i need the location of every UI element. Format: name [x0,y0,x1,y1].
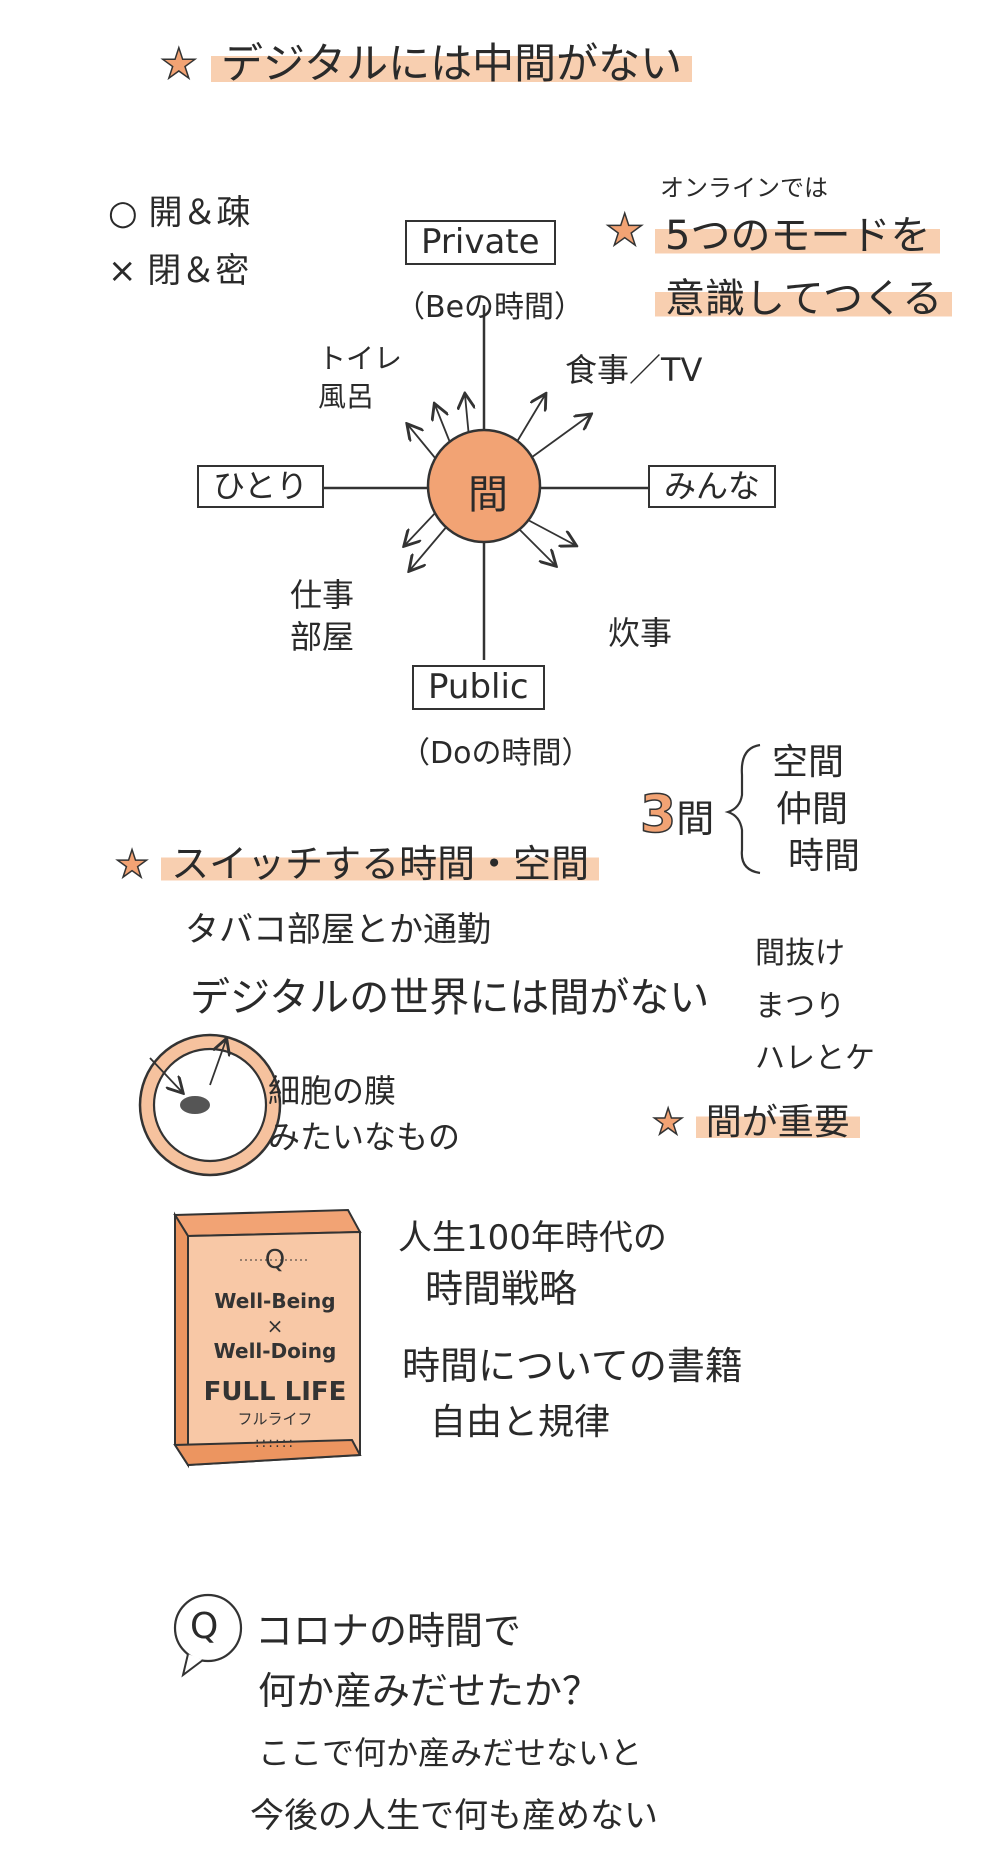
question-line4: 今後の人生で何も産めない [250,1796,658,1836]
cell-caption: 細胞の膜 みたいなもの [268,1072,461,1157]
switch-line1: タバコ部屋とか通勤 [185,910,491,950]
q-icon: Q [190,1606,219,1647]
question-line1: コロナの時間で [255,1609,522,1653]
book-note3: 時間についての書籍 [402,1344,743,1388]
book-note2: 時間戦略 [425,1267,578,1311]
cell-arrow-out [209,1040,226,1086]
switch-heading: ★ スイッチする時間・空間 [114,833,600,888]
quadrant-bottom-right: 炊事 [608,614,673,652]
center-label: 間 [468,472,508,518]
speech-bubble [173,1593,243,1678]
header: ★ デジタルには中間がない [159,30,693,91]
star-icon: ★ [114,841,150,887]
list-item: 間抜け [755,936,845,971]
quadrant-bottom-left: 仕事 部屋 [290,576,355,656]
star-icon: ★ [159,38,198,89]
alone-box: ひとり [197,465,325,509]
page-title: デジタルには中間がない [211,39,693,88]
brace [724,743,761,875]
note-bad: × 閉＆密 [108,251,250,291]
note-good: ○ 開＆疎 [108,193,251,233]
quadrant-top-right: 食事／TV [565,351,703,389]
three-ma-label: 3間 [639,784,715,846]
center-circle [426,428,542,544]
private-sub: （Beの時間） [395,290,585,325]
public-box: Public [412,665,545,711]
switch-line2: デジタルの世界には間がない [190,975,710,1021]
question-line3: ここで何か産みだせないと [258,1734,643,1772]
online-line2: 意識してつくる [655,276,953,322]
list-item: まつり [755,988,845,1024]
online-line1: 5つのモードを [655,213,941,259]
list-item: 時間 [788,835,861,877]
star-icon: ★ [651,1101,685,1144]
online-small: オンラインでは [660,174,828,202]
list-item: 仲間 [776,788,849,830]
private-box: Private [405,220,556,266]
public-sub: （Doの時間） [400,736,592,771]
question-line2: 何か産みだせたか？ [258,1669,601,1713]
cell-nucleus [180,1096,210,1114]
important-heading: ★ 間が重要 [651,1093,860,1145]
book-cover-text: Q Well-Being × Well-Doing FULL LIFE フルライ… [203,1245,347,1451]
book-note1: 人生100年時代の [398,1218,667,1258]
three-ma-list: 空間 仲間 時間 [772,740,860,880]
list-item: 空間 [772,742,845,783]
everyone-box: みんな [648,465,777,509]
side-list: 間抜け まつり ハレとケ [755,928,875,1086]
cell-arrow-in [149,1057,182,1092]
book-note4: 自由と規律 [430,1402,611,1443]
star-icon: ★ [604,204,645,257]
list-item: ハレとケ [755,1041,875,1076]
book-shape [173,1208,362,1469]
quadrant-top-left: トイレ 風呂 [318,342,403,413]
